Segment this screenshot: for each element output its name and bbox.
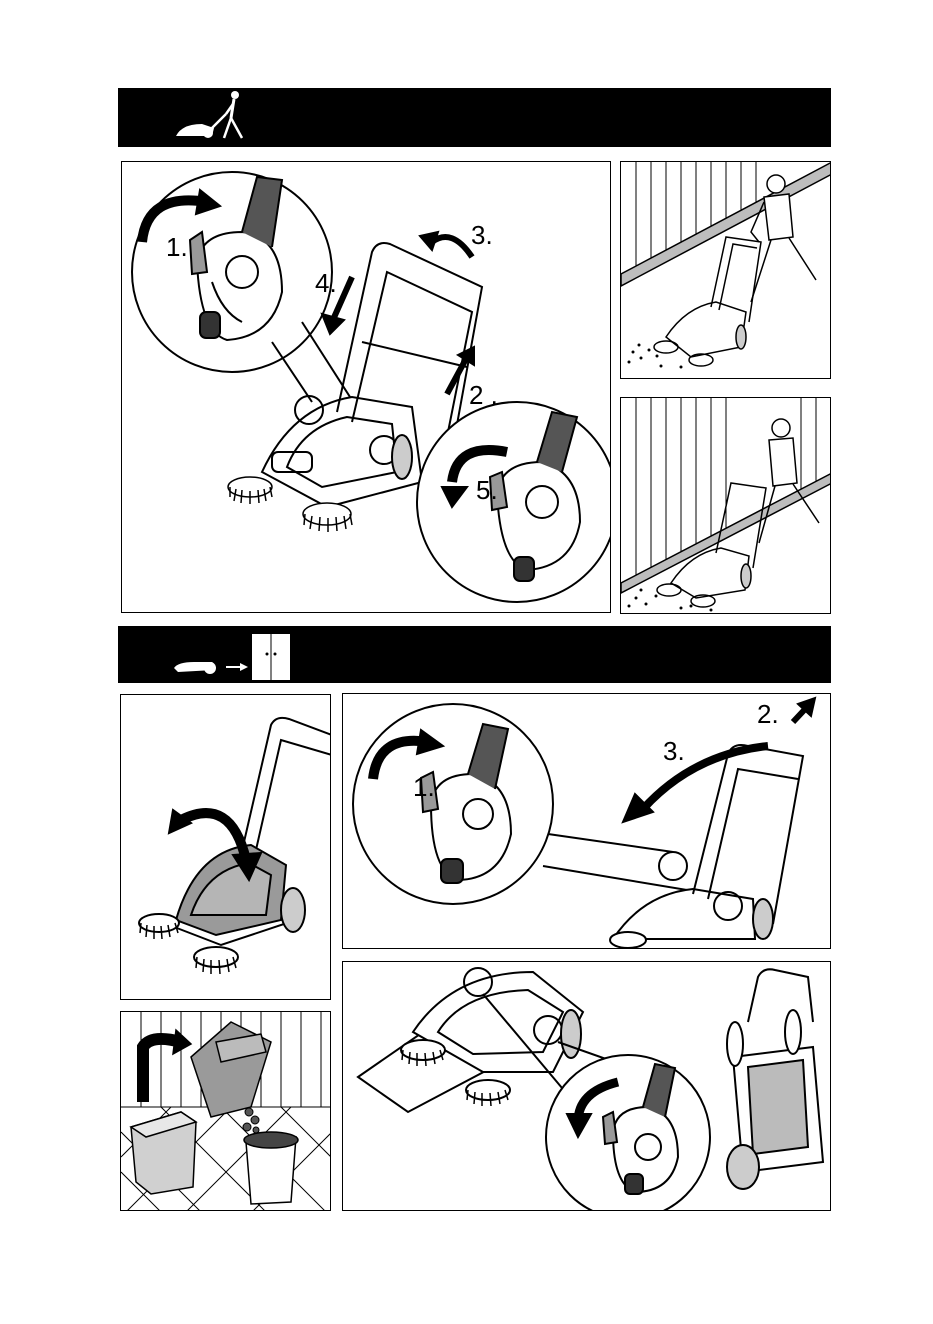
step-1-label: 1. <box>413 774 435 800</box>
empty-bin-illustration <box>120 1011 331 1211</box>
unlock-handle-illustration: 1. 2. 3. <box>342 693 831 949</box>
step-2-label: 2. <box>757 701 779 727</box>
fold-and-store-illustration <box>342 961 831 1211</box>
step-4-label: 4. <box>315 270 337 296</box>
step-1-label: 1. <box>166 234 188 260</box>
sweeping-wall-illustration-bottom <box>620 397 831 614</box>
walking-sweeper-icon <box>168 88 308 147</box>
sweeper-to-cabinet-icon <box>168 626 358 683</box>
handle-joint-circle <box>659 852 687 880</box>
step-3-label: 3. <box>663 738 685 764</box>
section-header-storage <box>118 626 831 683</box>
step-5-label: 5. <box>476 477 498 503</box>
open-lid-illustration <box>120 694 331 1000</box>
section-header-use <box>118 88 831 147</box>
sweeping-wall-illustration-top <box>620 161 831 379</box>
step-3-label: 3. <box>471 222 493 248</box>
assembly-illustration-panel: 1. 2 . 3. 4. 5. <box>121 161 611 613</box>
step-2-label: 2 . <box>469 382 498 408</box>
